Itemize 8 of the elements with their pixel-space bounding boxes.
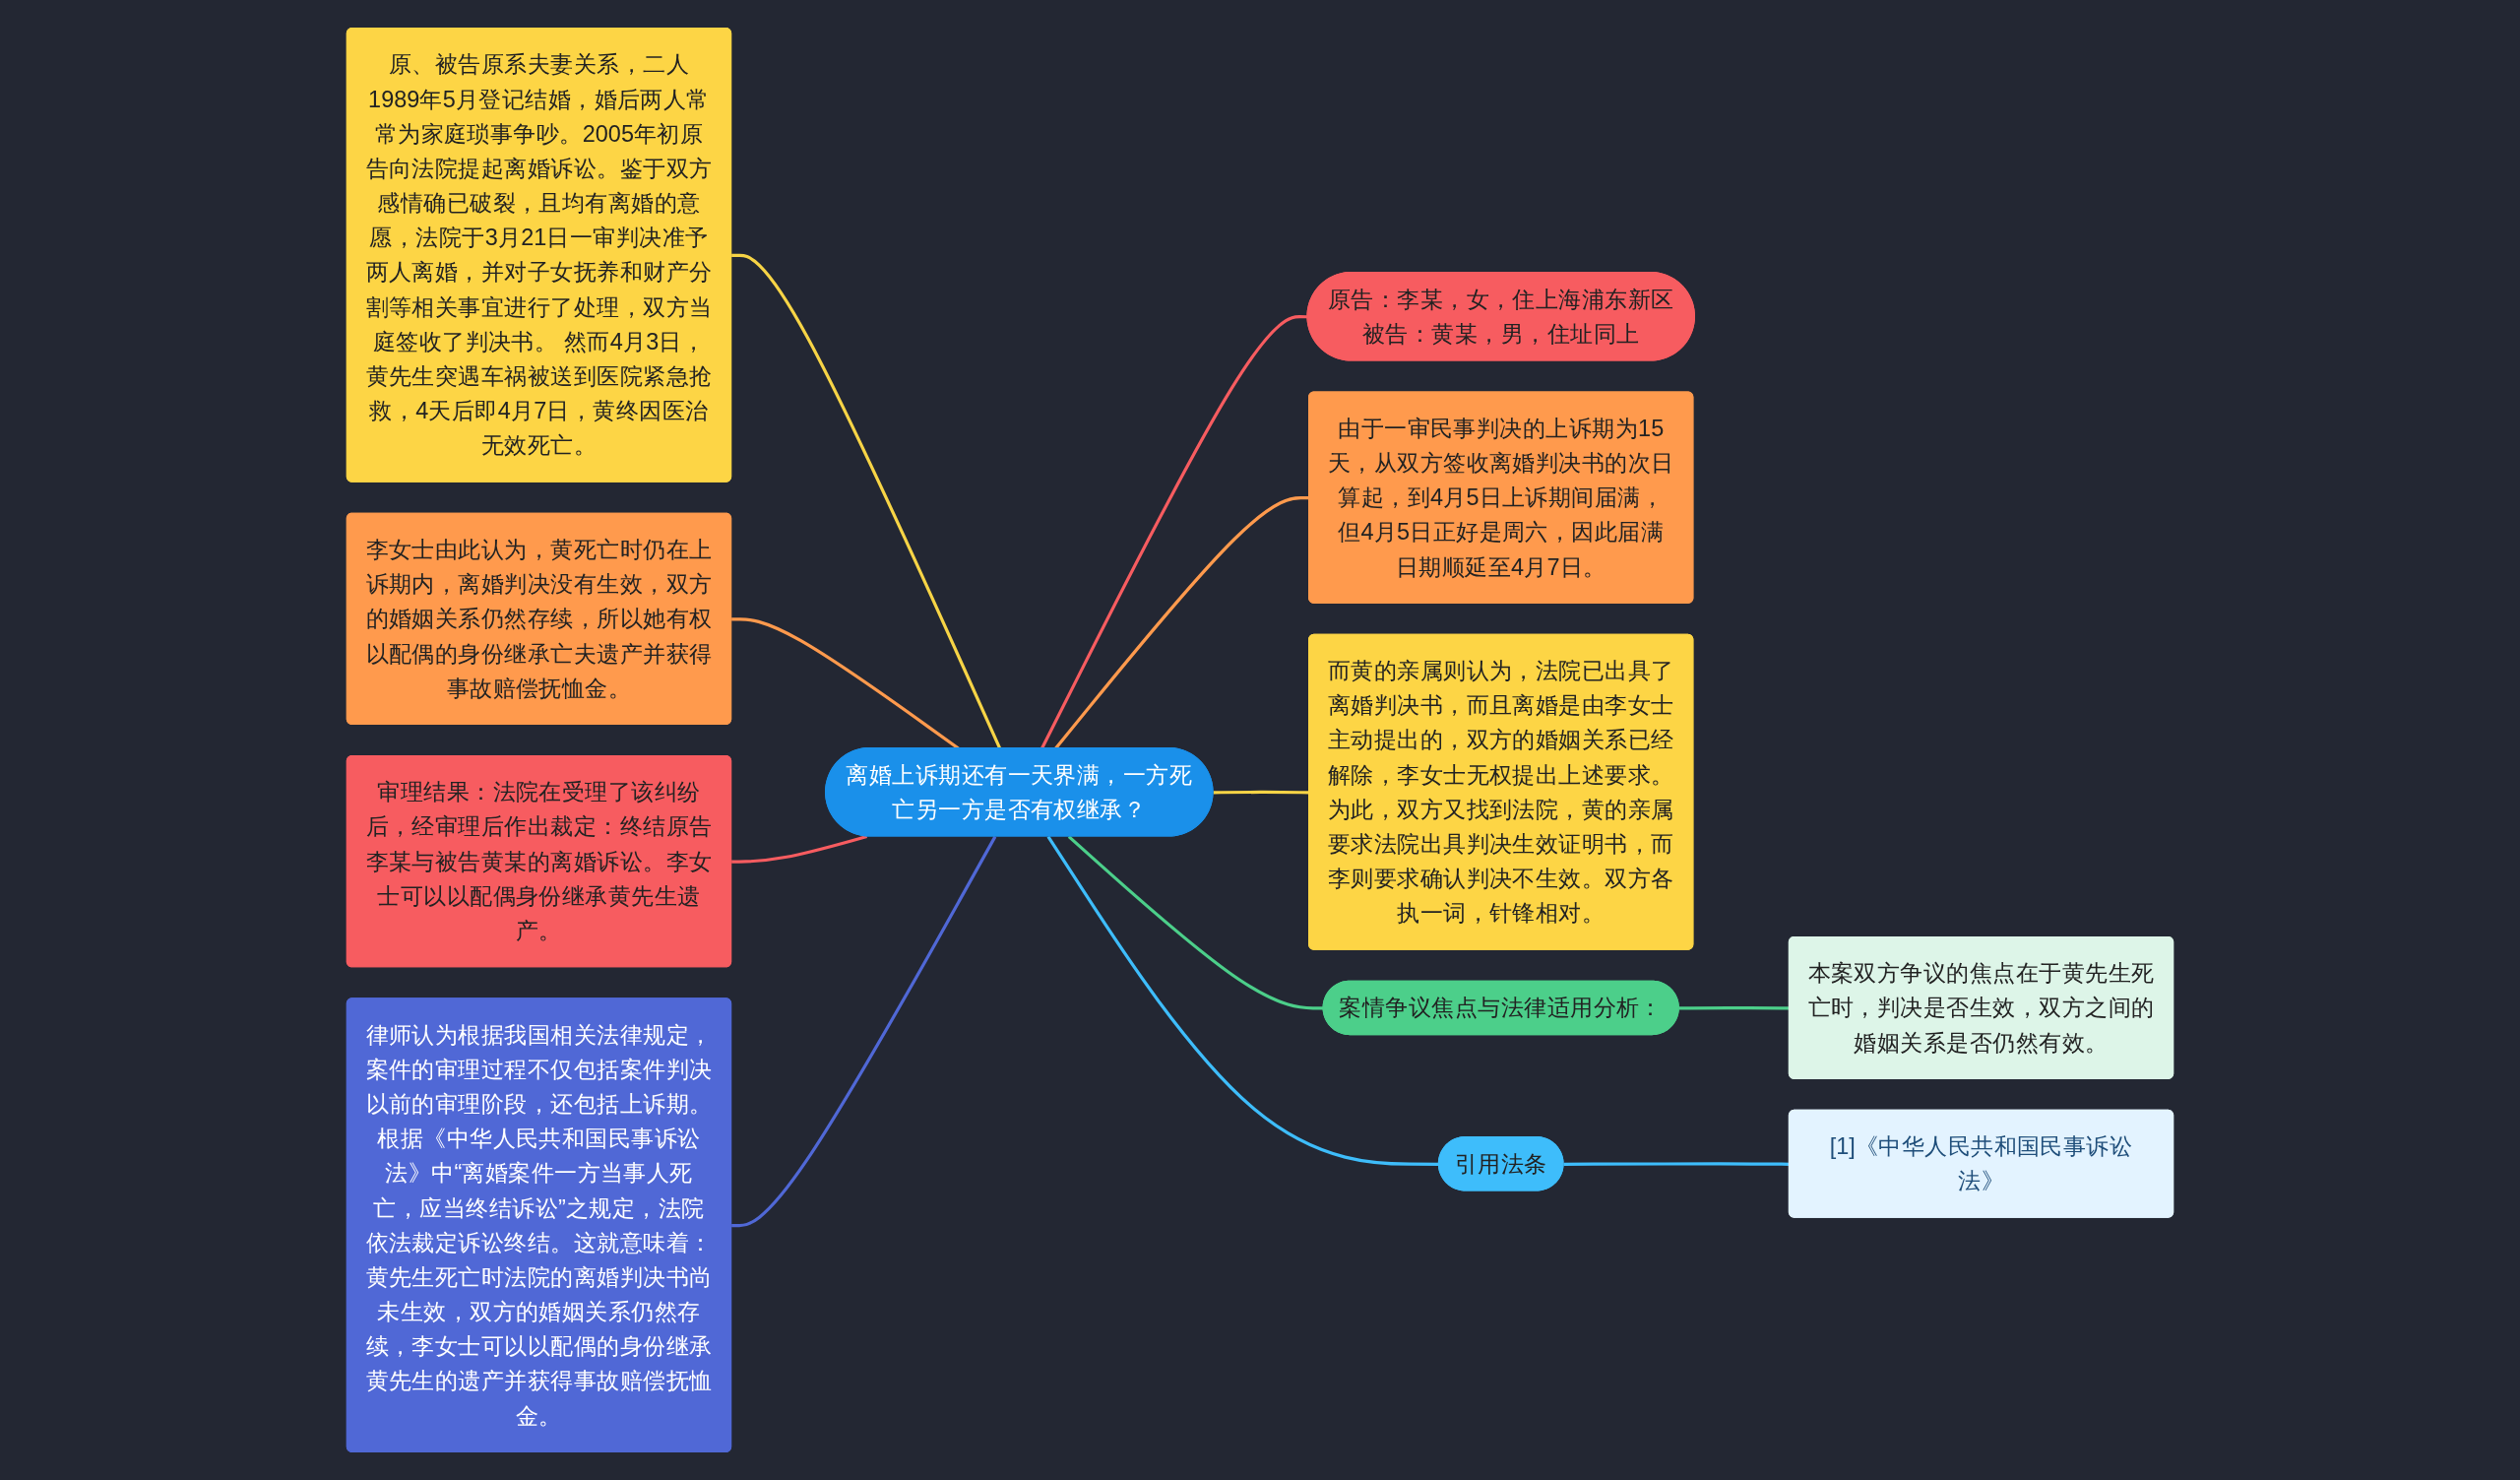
connector — [1067, 835, 1324, 1010]
connector — [1678, 1006, 1790, 1010]
connector — [1040, 315, 1308, 749]
connector — [1046, 835, 1439, 1166]
connector — [731, 834, 867, 864]
connector — [731, 835, 997, 1228]
connector — [1563, 1162, 1790, 1166]
connector — [731, 253, 1002, 749]
